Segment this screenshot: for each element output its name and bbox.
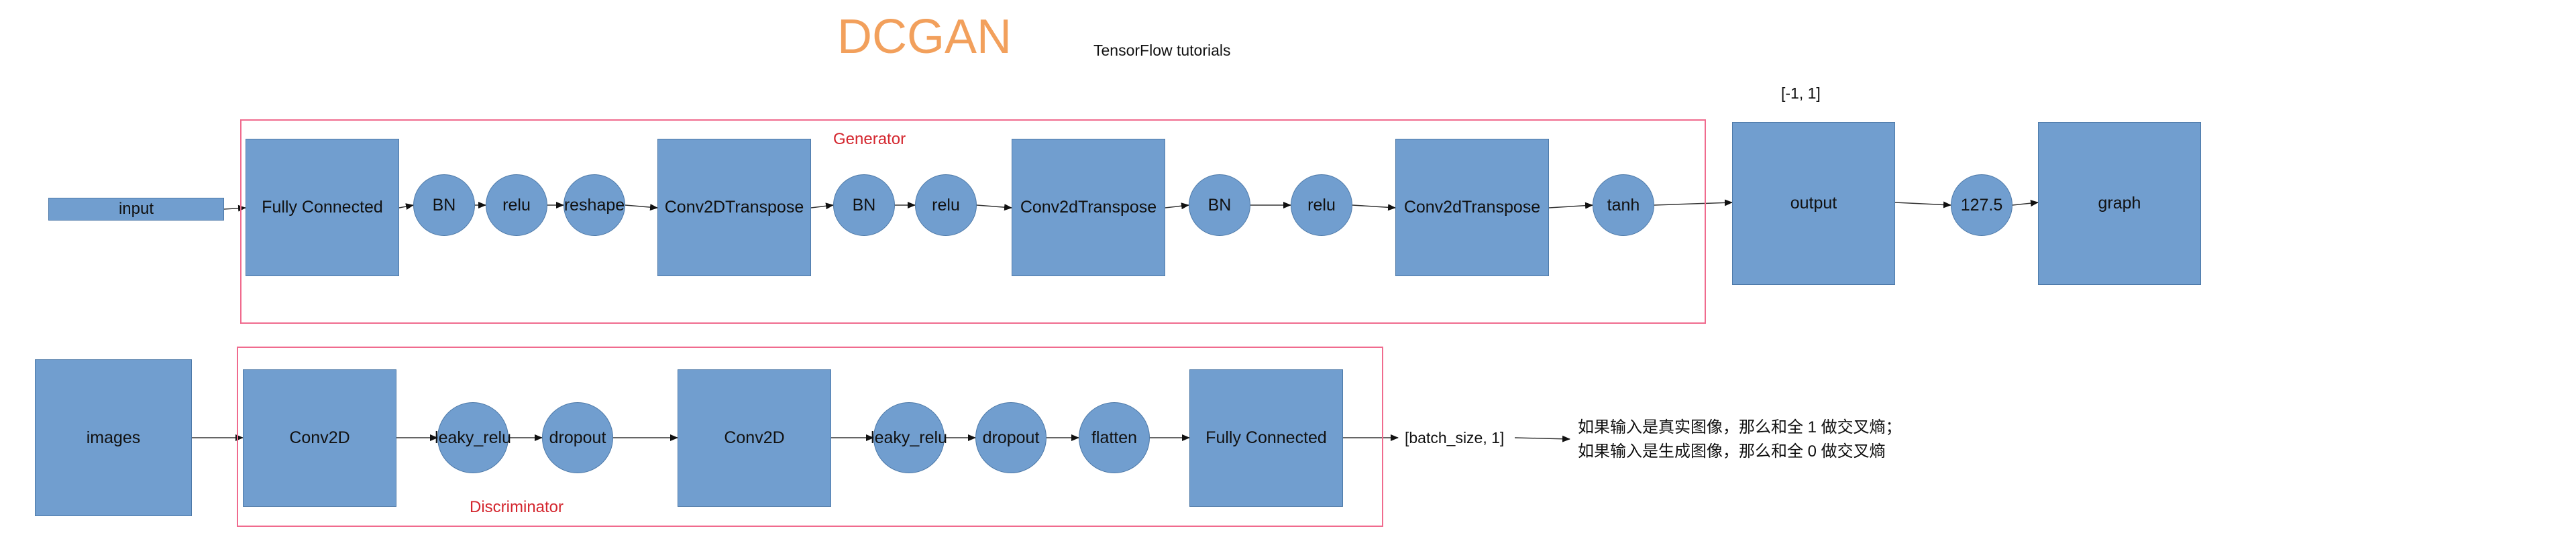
gen-relu-1: relu [486, 174, 547, 236]
gen-conv2dtranspose-3: Conv2dTranspose [1395, 139, 1549, 276]
gen-bn-3: BN [1189, 174, 1250, 236]
disc-conv2d-1: Conv2D [243, 369, 396, 507]
connector-arrow [976, 204, 1012, 211]
connector-arrow [1894, 201, 1951, 208]
connector-arrow [1514, 435, 1570, 442]
connector-arrow [1352, 204, 1396, 211]
gen-fully-connected: Fully Connected [246, 139, 399, 276]
disc-flatten: flatten [1079, 402, 1150, 473]
discriminator-group [237, 347, 1383, 527]
disc-dropout-2: dropout [975, 402, 1046, 473]
gen-conv2dtranspose-2: Conv2dTranspose [1012, 139, 1165, 276]
diagram-title: DCGAN [837, 10, 1012, 64]
generator-group [240, 119, 1706, 324]
disc-leaky-relu-2: leaky_relu [871, 402, 947, 473]
range-label: [-1, 1] [1781, 84, 1821, 102]
connector-arrow [1548, 202, 1593, 209]
gen-reshape: reshape [564, 174, 625, 236]
disc-output-shape: [batch_size, 1] [1405, 429, 1505, 446]
connector-arrow [223, 204, 246, 212]
scale-node: 127.5 [1951, 174, 2012, 236]
disc-fully-connected: Fully Connected [1189, 369, 1343, 507]
output-node: output [1732, 122, 1895, 285]
connector-arrow [625, 204, 658, 211]
graph-node: graph [2038, 122, 2201, 285]
generator-label: Generator [833, 130, 906, 148]
gen-conv2dtranspose-1: Conv2DTranspose [657, 139, 811, 276]
connector-arrow [1654, 199, 1733, 206]
connector-arrow [810, 202, 834, 210]
loss-note-line-1: 如果输入是真实图像，那么和全 1 做交叉熵； [1578, 418, 1902, 436]
gen-tanh: tanh [1593, 174, 1654, 236]
gen-relu-3: relu [1291, 174, 1352, 236]
diagram-subtitle: TensorFlow tutorials [1093, 42, 1231, 59]
loss-note-line-2: 如果输入是生成图像，那么和全 0 做交叉熵 [1578, 442, 1886, 461]
connector-arrow [398, 203, 414, 210]
gen-bn-2: BN [833, 174, 895, 236]
connector-arrow [1165, 202, 1189, 210]
discriminator-label: Discriminator [470, 498, 564, 516]
generator-input: input [48, 198, 224, 221]
connector-arrow [2012, 200, 2039, 207]
gen-bn-1: BN [413, 174, 475, 236]
disc-conv2d-2: Conv2D [678, 369, 831, 507]
disc-leaky-relu-1: leaky_relu [435, 402, 511, 473]
disc-dropout-1: dropout [542, 402, 613, 473]
images-node: images [35, 359, 192, 516]
gen-relu-2: relu [915, 174, 977, 236]
